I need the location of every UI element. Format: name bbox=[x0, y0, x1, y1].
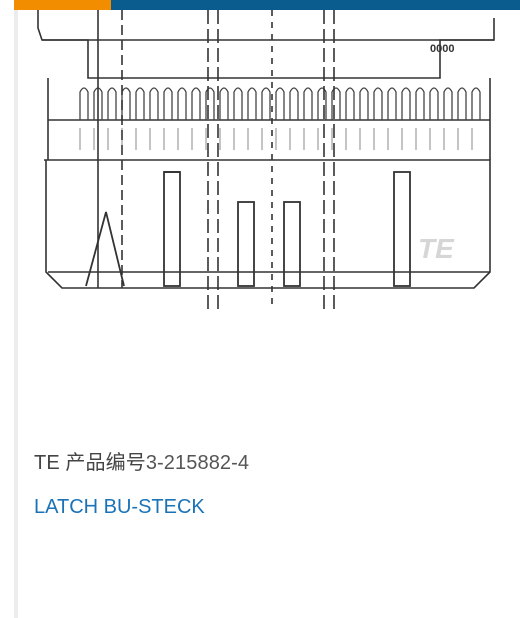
part-number-label: TE 产品编号 bbox=[34, 452, 146, 474]
product-description-link[interactable]: LATCH BU-STECK bbox=[34, 496, 205, 518]
product-drawing[interactable]: 0000 TE bbox=[22, 10, 512, 310]
card-left-border bbox=[14, 10, 18, 618]
accent-bar-orange bbox=[14, 0, 111, 10]
part-number-value: 3-215882-4 bbox=[145, 452, 250, 474]
te-watermark-logo: TE bbox=[418, 233, 455, 264]
part-marking: 0000 bbox=[430, 43, 454, 55]
part-number-line: TE 产品编号3-215882-4 bbox=[34, 446, 249, 475]
accent-bar-blue bbox=[111, 0, 520, 10]
